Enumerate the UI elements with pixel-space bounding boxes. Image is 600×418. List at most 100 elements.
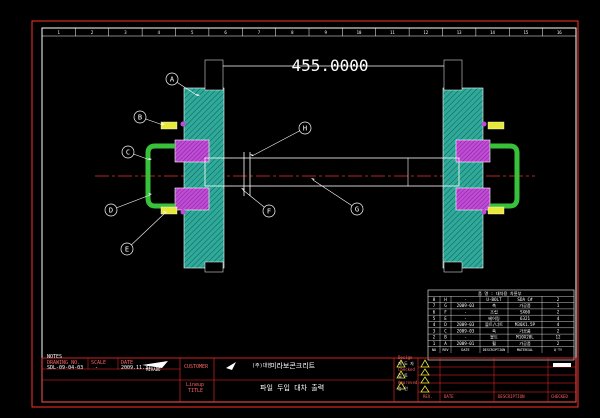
balloon-a[interactable] [165, 72, 179, 86]
parts-cell: 6 [433, 310, 436, 315]
parts-cell: G [444, 303, 447, 308]
left-wheel-assembly[interactable] [145, 59, 225, 273]
parts-cell: 2 [557, 328, 560, 333]
overall-dimension[interactable]: 455.0000 [211, 56, 457, 95]
balloon-h[interactable] [298, 121, 312, 135]
parts-cell: SX60 [520, 310, 531, 315]
balloon-d[interactable] [104, 203, 118, 217]
balloon-label: A [170, 76, 175, 84]
balloon-label: B [138, 114, 142, 122]
parts-cell: 8 [433, 297, 436, 302]
date-label: DATE [121, 360, 134, 366]
parts-cell: 1 [433, 341, 436, 346]
drawing-no-label: DRAWING NO. [47, 360, 81, 366]
parts-cell: 6321 [520, 316, 531, 321]
ruler-label: 1 [57, 30, 60, 35]
ruler-label: 10 [357, 30, 362, 35]
sign-designer: 제 도 자 [398, 361, 414, 366]
parts-cell: 휠 [492, 340, 496, 347]
parts-cell: H [444, 297, 447, 302]
company-small: (주)대한 [252, 363, 272, 369]
ruler-label: 14 [490, 30, 495, 35]
parts-cell: 2009-01 [457, 341, 475, 346]
rev-footer-description: DESCRIPTION [498, 394, 525, 399]
parts-cell: C [444, 328, 447, 333]
ruler-label: 6 [224, 30, 227, 35]
balloon-c[interactable] [121, 145, 135, 159]
parts-column-header: DATE [461, 348, 469, 352]
parts-cell: 2 [557, 297, 560, 302]
parts-cell: 가공품 [519, 302, 531, 309]
drawing-title: 파일 두입 대차 출력 [260, 384, 325, 392]
ruler-label: 15 [524, 30, 529, 35]
balloon-label: D [109, 207, 113, 215]
parts-cell: 2009-03 [457, 322, 475, 327]
ruler-label: 13 [457, 30, 462, 35]
parts-cell: 2 [557, 341, 560, 346]
parts-cell: 조립 [490, 309, 498, 315]
parts-cell: U-BOLT [486, 297, 502, 302]
sign-checker: 검 토 [398, 373, 408, 378]
warning-triangle-icon [396, 359, 430, 393]
balloon-label: G [355, 206, 359, 214]
ruler-label: 8 [291, 30, 294, 35]
parts-column-header: NO [432, 348, 436, 352]
parts-cell: B [444, 335, 447, 340]
parts-cell: 1 [557, 303, 560, 308]
parts-cell: E [444, 316, 447, 321]
balloon-e[interactable] [120, 242, 134, 256]
parts-cell: 가공품 [519, 340, 531, 347]
scale-label: SCALE [91, 360, 107, 366]
parts-cell: A [444, 341, 447, 346]
parts-cell: 4 [557, 316, 560, 321]
parts-cell: 축 [492, 327, 496, 334]
parts-column-header: MATERIAL [517, 348, 533, 352]
parts-cell: 축 [492, 302, 496, 309]
parts-list-header: 품 명 : 대차용 차륜부 [478, 290, 522, 297]
date-value: 2009.11.31 [121, 365, 152, 371]
logo-text: MIRABO [146, 367, 161, 372]
parts-cell: 볼트/너트 [485, 321, 503, 328]
parts-cell: 2009-03 [457, 303, 475, 308]
parts-cell: M30X1.5P [515, 322, 536, 327]
parts-column-header: Q'TY [554, 348, 562, 352]
ruler-label: 7 [258, 30, 261, 35]
parts-cell: - [464, 316, 467, 321]
parts-cell: 4 [557, 322, 560, 327]
drawing-no: SDL-09-04-03 [47, 365, 84, 371]
parts-cell: 2009-03 [457, 328, 475, 333]
ruler-label: 9 [324, 30, 327, 35]
ruler-label: 4 [158, 30, 161, 35]
right-wheel-assembly[interactable] [442, 59, 520, 273]
parts-cell: 5 [433, 316, 436, 321]
sign-checked: Checked [398, 367, 415, 372]
parts-cell: 2 [557, 310, 560, 315]
scale-value: - [95, 365, 99, 371]
ruler-label: 16 [557, 30, 562, 35]
rev-footer-date: DATE [444, 394, 454, 399]
balloon-b[interactable] [133, 110, 147, 124]
parts-cell: F [444, 310, 447, 315]
parts-column-header: DESCRIPTION [483, 348, 505, 352]
ruler-label: 12 [423, 30, 428, 35]
sign-approved: Approved [398, 380, 418, 385]
balloon-g[interactable] [350, 202, 364, 216]
title-block [41, 357, 577, 403]
axle-shaft[interactable] [204, 152, 460, 196]
customer-label: CUSTOMER [184, 364, 209, 370]
sign-design: Design [398, 355, 413, 360]
parts-cell: 12 [555, 335, 561, 340]
dimension-value: 455.0000 [291, 56, 368, 75]
parts-cell: M10X20L [516, 335, 534, 340]
balloon-f[interactable] [262, 204, 276, 218]
parts-cell: SDA C# [517, 297, 533, 302]
parts-cell: 3 [433, 328, 436, 333]
balloon-label: F [267, 208, 271, 216]
title-label: TITLE [188, 388, 204, 394]
balloon-label: E [125, 246, 129, 254]
parts-cell: 볼트 [490, 334, 498, 340]
parts-cell: D [444, 322, 447, 327]
